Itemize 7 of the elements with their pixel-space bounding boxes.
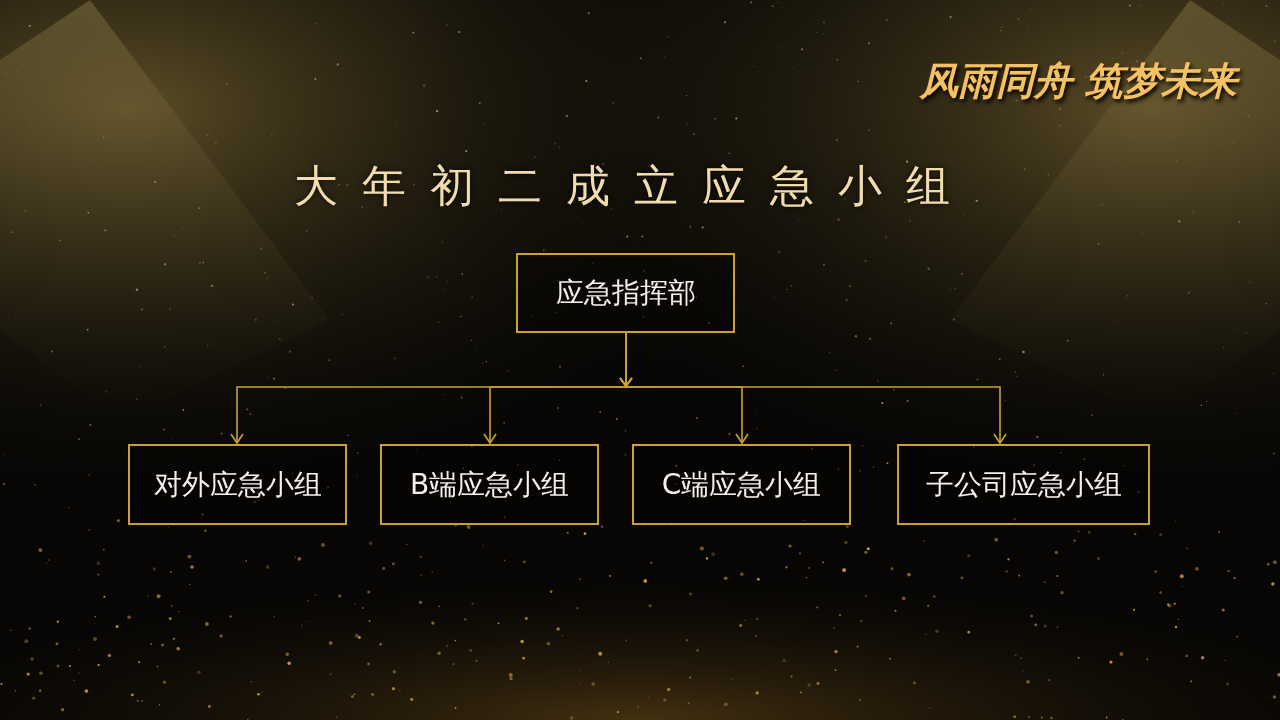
org-box: 应急指挥部 bbox=[516, 253, 735, 333]
slogan-text: 风雨同舟 筑梦未来 bbox=[920, 57, 1238, 105]
org-box: C端应急小组 bbox=[632, 444, 851, 525]
org-box: 对外应急小组 bbox=[128, 444, 347, 525]
org-box: B端应急小组 bbox=[380, 444, 599, 525]
title: 大年初二成立应急小组 bbox=[293, 159, 975, 213]
org-box: 子公司应急小组 bbox=[897, 444, 1150, 525]
